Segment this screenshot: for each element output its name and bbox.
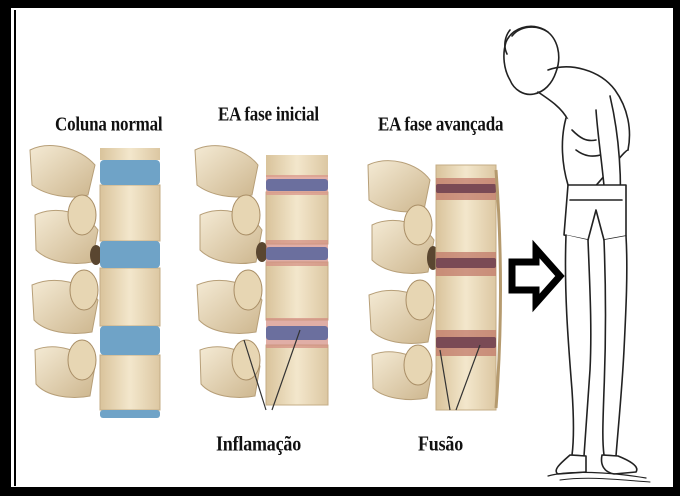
right-arrow-icon [512,249,560,303]
spine-advanced [368,161,501,410]
stooped-person-illustration [504,26,650,482]
callout-fusion: Fusão [418,432,463,456]
stage-label-advanced: EA fase avançada [378,113,503,136]
callout-inflammation: Inflamação [216,432,301,456]
spine-early [195,146,328,405]
stage-label-normal: Coluna normal [55,113,162,136]
stage-label-early: EA fase inicial [218,103,319,126]
spine-normal [30,146,160,418]
